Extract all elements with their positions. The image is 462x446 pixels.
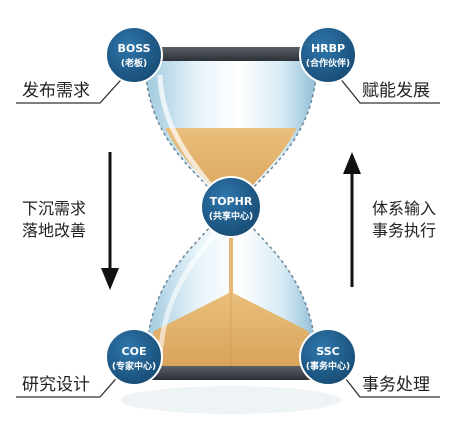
badge-hrbp: HRBP (合作伙伴) (299, 26, 357, 84)
left-arrow-line-1: 下沉需求 (22, 199, 86, 218)
right-arrow-line-2: 事务执行 (372, 221, 436, 240)
badge-coe-title: COE (122, 345, 147, 358)
top-cap (128, 47, 334, 61)
label-bottom-right: 事务处理 (362, 375, 430, 395)
badge-boss: BOSS (老板) (105, 26, 163, 84)
badge-boss-subtitle: (老板) (121, 57, 147, 69)
label-top-left: 发布需求 (22, 81, 90, 101)
right-arrow-line-1: 体系输入 (372, 199, 436, 218)
label-bottom-left: 研究设计 (22, 375, 90, 395)
badge-hrbp-subtitle: (合作伙伴) (306, 57, 350, 69)
badge-tophr: TOPHR (共享中心) (200, 176, 262, 238)
badge-coe-subtitle: (专家中心) (112, 360, 156, 372)
label-top-right: 赋能发展 (362, 81, 430, 101)
badge-tophr-subtitle: (共享中心) (209, 210, 253, 222)
left-arrow-line-2: 落地改善 (22, 221, 86, 240)
badge-ssc-title: SSC (316, 345, 339, 358)
badge-ssc-subtitle: (事务中心) (306, 360, 350, 372)
badge-boss-title: BOSS (117, 42, 150, 55)
sand-stream (229, 205, 233, 295)
badge-ssc: SSC (事务中心) (299, 328, 357, 386)
up-arrow (343, 152, 361, 287)
badge-coe: COE (专家中心) (105, 328, 163, 386)
down-arrow (101, 152, 119, 290)
badge-tophr-title: TOPHR (210, 195, 253, 208)
badge-hrbp-title: HRBP (311, 42, 345, 55)
reflection (121, 386, 341, 414)
bottom-cap (128, 366, 334, 380)
